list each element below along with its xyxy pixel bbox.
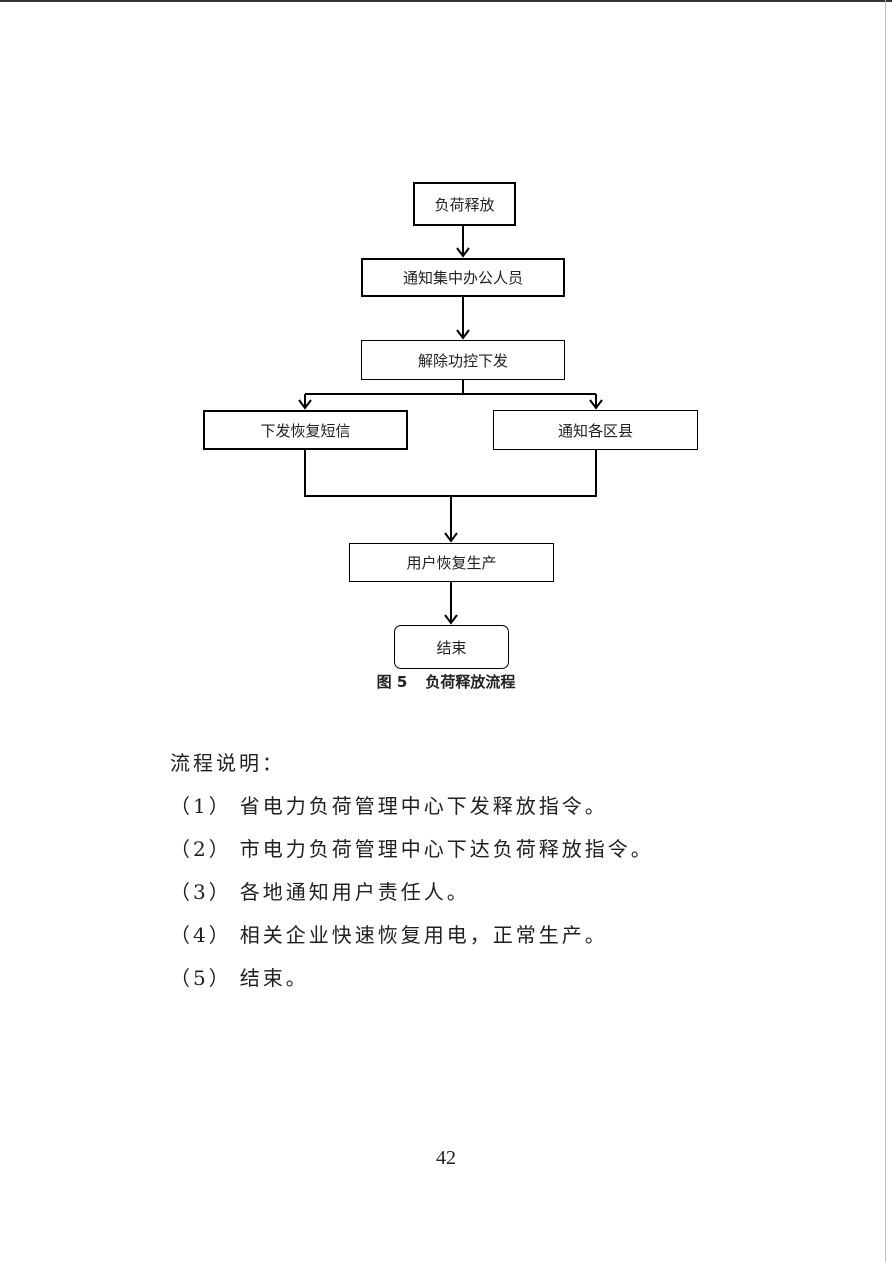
step-text: 省电力负荷管理中心下发释放指令。 <box>239 794 608 818</box>
step-marker: （4） <box>170 923 232 947</box>
page-number: 42 <box>436 1147 456 1169</box>
arrow-to-districts <box>589 394 603 410</box>
node-notify-districts: 通知各区县 <box>493 410 698 450</box>
node-resume: 用户恢复生产 <box>349 543 554 582</box>
arrow-to-resume <box>444 496 458 543</box>
node-send-sms: 下发恢复短信 <box>203 410 408 450</box>
step-item: （4） 相关企业快速恢复用电，正常生产。 <box>170 918 810 961</box>
flowchart-connectors <box>298 226 603 625</box>
description-title: 流程说明： <box>170 751 285 775</box>
step-item: （5） 结束。 <box>170 961 810 1004</box>
top-border <box>0 0 892 2</box>
figure-caption: 图 5 负荷释放流程 <box>0 671 892 692</box>
arrow-resume-to-end <box>444 582 458 625</box>
connector-merge <box>304 450 597 497</box>
arrow-notify-to-lift <box>456 297 470 340</box>
step-marker: （1） <box>170 794 232 818</box>
step-item: （3） 各地通知用户责任人。 <box>170 875 810 918</box>
figure-number: 图 5 <box>376 673 408 691</box>
step-text: 各地通知用户责任人。 <box>239 880 470 904</box>
step-marker: （3） <box>170 880 232 904</box>
node-end: 结束 <box>394 625 509 669</box>
step-marker: （5） <box>170 966 232 990</box>
step-item: （2） 市电力负荷管理中心下达负荷释放指令。 <box>170 832 810 875</box>
node-release: 负荷释放 <box>413 182 516 226</box>
figure-title: 负荷释放流程 <box>425 673 516 691</box>
connector-split <box>305 380 596 395</box>
right-border <box>885 0 886 1262</box>
step-text: 市电力负荷管理中心下达负荷释放指令。 <box>239 837 654 861</box>
process-description: 流程说明： （1） 省电力负荷管理中心下发释放指令。 （2） 市电力负荷管理中心下达… <box>170 746 810 1004</box>
step-item: （1） 省电力负荷管理中心下发释放指令。 <box>170 789 810 832</box>
arrow-to-sms <box>298 394 312 410</box>
arrow-release-to-notify <box>456 226 470 258</box>
node-lift-control: 解除功控下发 <box>361 340 565 380</box>
node-notify-staff: 通知集中办公人员 <box>361 258 565 297</box>
step-text: 相关企业快速恢复用电，正常生产。 <box>239 923 608 947</box>
step-text: 结束。 <box>239 966 309 990</box>
step-marker: （2） <box>170 837 232 861</box>
